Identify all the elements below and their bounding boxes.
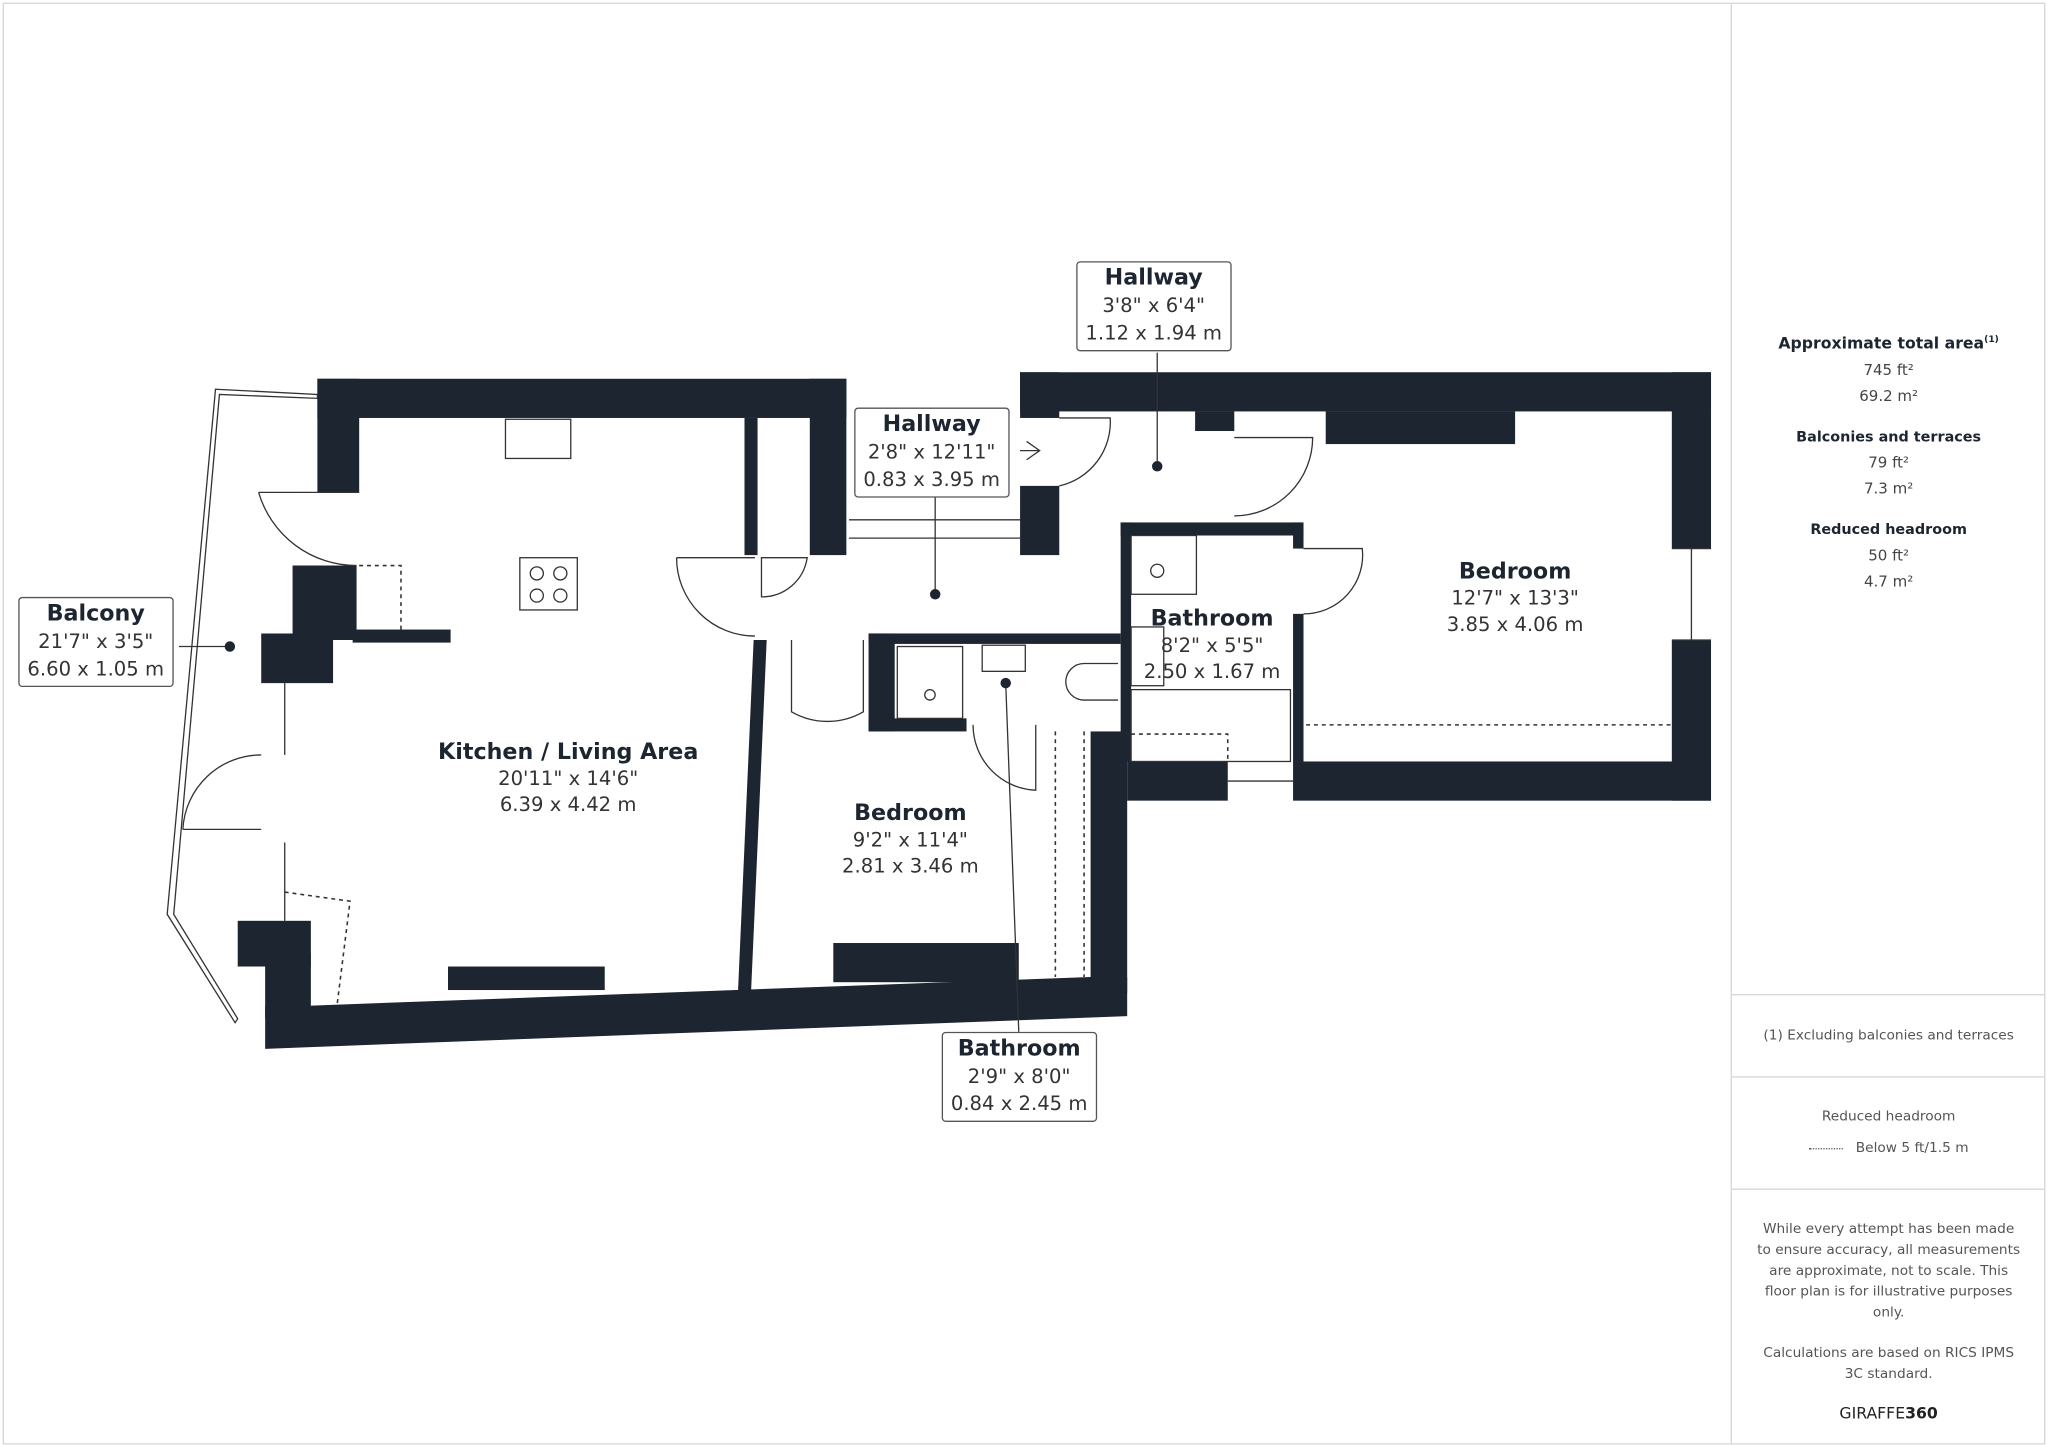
walls xyxy=(237,372,1712,1049)
room-size-imperial: 12'7" x 13'3" xyxy=(1451,586,1579,610)
room-size-metric: 2.50 x 1.67 m xyxy=(1143,659,1281,684)
room-name: Bedroom xyxy=(1458,559,1572,586)
room-name: Bathroom xyxy=(1150,606,1274,633)
room-size-metric: 6.39 x 4.42 m xyxy=(499,792,637,817)
room-size-imperial: 8'2" x 5'5" xyxy=(1160,633,1264,657)
balconies-area-m: 7.3 m² xyxy=(1863,479,1914,498)
room-name: Balcony xyxy=(46,600,145,627)
room-size-metric: 0.84 x 2.45 m xyxy=(950,1091,1088,1116)
room-name: Hallway xyxy=(1104,265,1203,292)
area-summary-panel: Approximate total area(1) 745 ft² 69.2 m… xyxy=(1730,2,2046,1444)
room-size-metric: 6.60 x 1.05 m xyxy=(27,656,165,681)
shower-tray xyxy=(896,645,964,720)
logo-number: 360 xyxy=(1905,1404,1938,1423)
room-size-imperial: 3'8" x 6'4" xyxy=(1102,293,1206,318)
room-size-imperial: 2'8" x 12'11" xyxy=(867,440,996,464)
hob xyxy=(519,557,578,611)
disclaimer-text: While every attempt has been made to ens… xyxy=(1757,1221,2021,1321)
room-size-imperial: 2'9" x 8'0" xyxy=(967,1064,1071,1088)
logo-text: GIRAFFE xyxy=(1839,1404,1906,1423)
room-size-imperial: 20'11" x 14'6" xyxy=(498,766,639,791)
reduced-headroom-m: 4.7 m² xyxy=(1863,572,1914,591)
room-size-metric: 1.12 x 1.94 m xyxy=(1085,321,1222,345)
bath-tub xyxy=(1130,688,1292,763)
reduced-headroom-ft: 50 ft² xyxy=(1868,545,1910,565)
footnote-marker: (1) xyxy=(1984,334,1999,345)
balcony-door xyxy=(257,491,360,567)
footnote-text: (1) Excluding balconies and terraces xyxy=(1763,1027,2014,1044)
calculation-note: Calculations are based on RICS IPMS 3C s… xyxy=(1763,1345,2015,1382)
dotted-line-swatch xyxy=(1808,1147,1843,1149)
legend: Reduced headroom Below 5 ft/1.5 m xyxy=(1731,1076,2046,1190)
room-name: Bathroom xyxy=(957,1035,1081,1062)
room-name: Hallway xyxy=(882,411,981,438)
footnote: (1) Excluding balconies and terraces xyxy=(1731,993,2046,1076)
kitchen-sink xyxy=(504,418,572,460)
total-area-m: 69.2 m² xyxy=(1859,386,1919,405)
fixtures-and-doors xyxy=(166,352,1712,1032)
room-size-imperial: 9'2" x 11'4" xyxy=(852,828,968,852)
disclaimer-section: While every attempt has been made to ens… xyxy=(1731,1188,2046,1424)
reduced-headroom-lines xyxy=(284,564,1672,1006)
label-dots xyxy=(224,461,1163,689)
total-area-ft: 745 ft² xyxy=(1863,360,1914,379)
total-area-heading: Approximate total area(1) xyxy=(1732,334,2045,352)
reduced-headroom-heading: Reduced headroom xyxy=(1810,521,1967,539)
room-name: Kitchen / Living Area xyxy=(438,739,699,766)
balconies-area-ft: 79 ft² xyxy=(1868,453,1910,472)
room-size-metric: 0.83 x 3.95 m xyxy=(863,467,1000,492)
room-size-imperial: 21'7" x 3'5" xyxy=(38,629,154,654)
room-size-metric: 2.81 x 3.46 m xyxy=(842,854,979,878)
heading-text: Approximate total area xyxy=(1778,334,1985,353)
floor-plan-drawing xyxy=(166,352,1712,1049)
room-size-metric: 3.85 x 4.06 m xyxy=(1446,612,1584,637)
legend-title: Reduced headroom xyxy=(1821,1108,1956,1125)
giraffe360-logo: GIRAFFE360 xyxy=(1755,1403,2021,1424)
legend-item: Below 5 ft/1.5 m xyxy=(1855,1140,1969,1156)
balconies-heading: Balconies and terraces xyxy=(1796,428,1982,446)
room-name: Bedroom xyxy=(854,800,967,827)
balcony-outline xyxy=(166,388,319,1024)
